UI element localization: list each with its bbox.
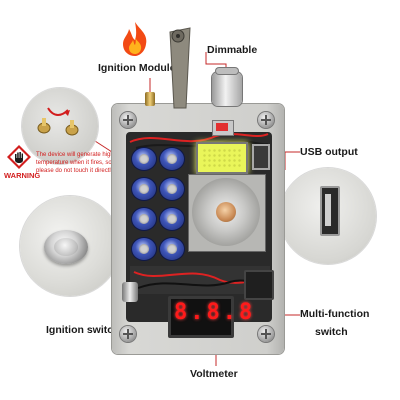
voltmeter-display bbox=[168, 296, 234, 338]
screw-top-right bbox=[258, 112, 274, 128]
capacitor bbox=[160, 208, 184, 230]
capacitor bbox=[132, 238, 156, 260]
led-light bbox=[196, 142, 248, 174]
dimmable-label: Dimmable bbox=[207, 44, 258, 56]
flame-icon bbox=[123, 22, 147, 56]
voltmeter-readout: 8.8.8 bbox=[174, 300, 256, 325]
ignition-switch-button[interactable] bbox=[122, 282, 138, 302]
ignition-switch-inset bbox=[20, 196, 120, 296]
capacitor bbox=[132, 178, 156, 200]
usb-output-label: USB output bbox=[300, 146, 358, 158]
usb-port-icon bbox=[320, 186, 340, 236]
capacitor bbox=[160, 178, 184, 200]
dimmer-knob[interactable] bbox=[212, 72, 242, 106]
warning-line-3: please do not touch it directly bbox=[36, 168, 114, 174]
screw-bottom-right bbox=[258, 326, 274, 342]
screw-top-left bbox=[120, 112, 136, 128]
voltmeter-label: Voltmeter bbox=[190, 368, 238, 380]
warning-line-1: The device will generate high bbox=[36, 152, 114, 158]
warning-line-2: temperature when it fires, so bbox=[36, 160, 112, 166]
multi-function-switch[interactable] bbox=[244, 270, 274, 300]
multi-function-label: Multi-function bbox=[300, 308, 370, 320]
screw-bottom-left bbox=[120, 326, 136, 342]
capacitor bbox=[160, 148, 184, 170]
usb-port[interactable] bbox=[252, 144, 270, 170]
capacitor bbox=[132, 148, 156, 170]
crank-handle-icon bbox=[169, 27, 191, 109]
usb-inset bbox=[280, 168, 376, 264]
ignition-switch-label: Ignition switch bbox=[46, 324, 120, 336]
multi-function-label-2: switch bbox=[315, 326, 348, 338]
ignition-module-pin bbox=[145, 92, 155, 106]
ignition-module-inset bbox=[22, 88, 98, 164]
capacitor bbox=[160, 238, 184, 260]
ignition-module-parts-icon bbox=[37, 107, 79, 136]
hand-stop-icon bbox=[7, 145, 31, 169]
capacitor bbox=[132, 208, 156, 230]
warning-title: WARNING bbox=[4, 171, 41, 180]
ignition-module-label: Ignition Module bbox=[98, 62, 176, 74]
